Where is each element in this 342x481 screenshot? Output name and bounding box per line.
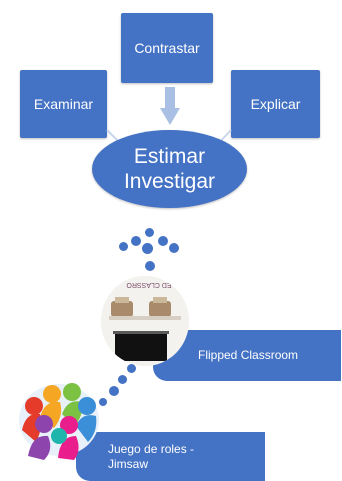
dot [142,243,153,254]
box-explicar: Explicar [231,70,320,138]
tag-flipped-classroom-label: Flipped Classroom [198,348,299,362]
box-contrastar-label: Contrastar [134,40,200,56]
box-examinar: Examinar [20,70,107,138]
tag-juego-line2: Jimsaw [108,457,149,471]
center-ellipse-line2: Investigar [123,170,216,193]
box-contrastar: Contrastar [121,13,213,83]
dot [127,364,136,373]
down-arrow-icon [160,87,180,125]
tag-juego-line1: Juego de roles - [108,442,195,456]
classroom-photo: ED CLASSRO [101,276,189,366]
dot [99,398,107,406]
dot [131,236,141,246]
dot [119,242,128,251]
tag-juego-de-roles: Juego de roles - Jimsaw [76,432,265,481]
center-ellipse: Estimar Investigar [92,130,247,208]
dot [118,375,127,384]
box-examinar-label: Examinar [33,96,94,112]
dot [145,261,155,271]
dot [109,386,119,396]
photo-caption: ED CLASSRO [126,281,172,288]
box-explicar-label: Explicar [250,96,301,112]
dot [145,228,154,237]
dot [158,236,168,246]
center-ellipse-line1: Estimar [133,145,206,168]
team-people-icon [19,383,99,460]
tag-juego-de-roles-label: Juego de roles - Jimsaw [108,442,194,472]
dot [169,243,179,253]
